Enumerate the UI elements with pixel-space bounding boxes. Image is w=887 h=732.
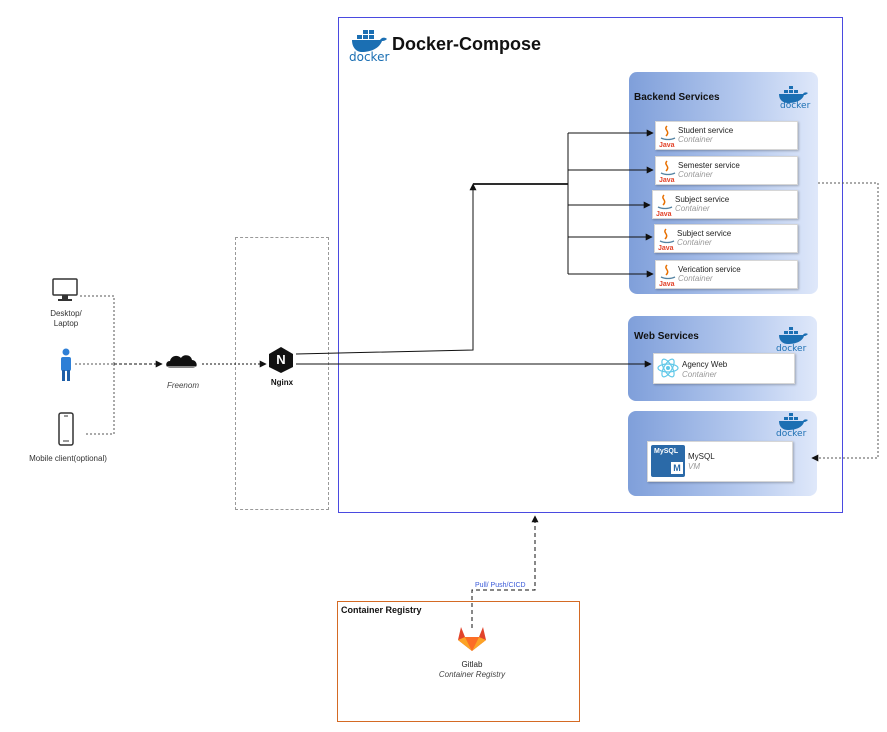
desktop-icon [52, 278, 78, 301]
backend-docker-label: docker [780, 101, 811, 111]
docker-compose-logo-label: docker [349, 50, 390, 64]
java-icon: Java [659, 264, 676, 287]
cloudflare-icon [166, 355, 197, 368]
backend-docker-icon [779, 86, 808, 103]
backend-service-type: Container [677, 238, 712, 247]
agency-web-name: Agency Web [682, 360, 728, 369]
db-docker-icon [779, 413, 808, 430]
nginx-letter: N [276, 352, 286, 367]
backend-service-card[interactable]: Java Semester service Container [655, 156, 798, 185]
backend-service-type: Container [678, 170, 713, 179]
container-registry-boundary [337, 601, 580, 722]
backend-service-type: Container [675, 204, 710, 213]
backend-service-card[interactable]: Java Student service Container [655, 121, 798, 150]
java-icon-text: Java [659, 177, 675, 183]
mobile-icon [58, 412, 74, 446]
docker-compose-boundary [338, 17, 843, 513]
agency-web-type: Container [682, 370, 717, 379]
container-registry-title: Container Registry [341, 605, 422, 615]
backend-service-name: Student service [678, 126, 734, 135]
freenom-label: Freenom [166, 381, 199, 390]
backend-service-name: Verication service [678, 265, 741, 274]
java-icon: Java [659, 125, 676, 148]
nginx-boundary [235, 237, 329, 510]
mysql-type: VM [688, 462, 700, 471]
gitlab-type: Container Registry [438, 670, 506, 679]
gitlab-name: Gitlab [461, 660, 483, 669]
web-docker-icon [779, 327, 808, 344]
mysql-icon-text: MySQL [654, 448, 679, 455]
mobile-label: Mobile client(optional) [29, 454, 107, 463]
mysql-card[interactable]: MySQL M MySQL VM [647, 441, 793, 482]
web-services-title: Web Services [634, 331, 699, 342]
gitlab-icon [458, 627, 486, 651]
mysql-icon: MySQL M [651, 445, 685, 477]
backend-to-mysql [811, 182, 879, 462]
db-docker-label: docker [776, 429, 807, 439]
backend-service-card[interactable]: Java Verication service Container [655, 260, 798, 289]
web-docker-label: docker [776, 344, 807, 354]
desktop-label: Desktop/ Laptop [50, 309, 82, 328]
docker-compose-title: Docker-Compose [392, 34, 542, 54]
java-icon: Java [659, 160, 676, 183]
backend-service-card[interactable]: Java Subject service Container [652, 190, 798, 219]
mysql-name: MySQL [688, 452, 715, 461]
agency-web-card[interactable]: Agency Web Container [653, 353, 795, 384]
mobile-link [86, 364, 115, 435]
registry-to-compose [471, 515, 539, 628]
cicd-edge-label: Pull/ Push/CICD [475, 582, 526, 589]
backend-service-name: Semester service [678, 161, 740, 170]
backend-service-name: Subject service [675, 195, 730, 204]
java-icon-text: Java [658, 245, 674, 251]
backend-service-name: Subject service [677, 229, 732, 238]
backend-service-card[interactable]: Java Subject service Container [654, 224, 798, 253]
nginx-to-backend [295, 183, 477, 355]
nginx-icon [269, 347, 293, 373]
nginx-label: Nginx [270, 378, 294, 387]
java-icon-text: Java [656, 211, 672, 217]
java-icon-text: Java [659, 281, 675, 287]
java-icon: Java [658, 228, 675, 251]
docker-compose-logo-icon [352, 30, 387, 52]
backend-services-title: Backend Services [634, 92, 720, 103]
java-icon-text: Java [659, 142, 675, 148]
java-icon: Java [656, 194, 673, 217]
desktop-link [80, 295, 115, 364]
react-icon [657, 358, 679, 378]
user-icon [61, 348, 71, 381]
mysql-icon-badge: M [671, 462, 683, 474]
backend-service-type: Container [678, 274, 713, 283]
backend-service-type: Container [678, 135, 713, 144]
